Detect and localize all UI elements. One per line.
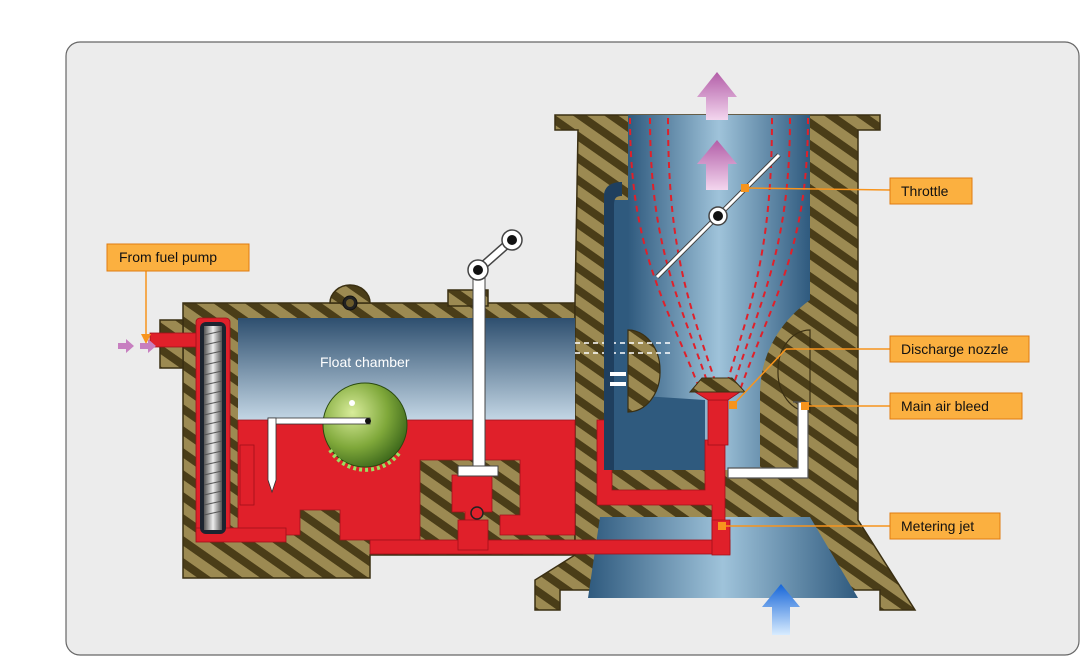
air-intake-arrow xyxy=(762,584,800,635)
air-intake xyxy=(588,517,858,598)
mixture-control xyxy=(457,229,523,520)
callout-throttle: Throttle xyxy=(889,177,973,205)
svg-text:Metering jet: Metering jet xyxy=(901,518,974,534)
svg-text:Throttle: Throttle xyxy=(901,183,949,199)
callout-metering-jet: Metering jet xyxy=(889,512,1001,540)
air-out-arrows xyxy=(697,72,737,190)
callout-main-air-bleed: Main air bleed xyxy=(889,392,1023,420)
svg-text:Main air bleed: Main air bleed xyxy=(901,398,989,414)
float-chamber xyxy=(238,318,575,428)
svg-text:Discharge nozzle: Discharge nozzle xyxy=(901,341,1009,357)
svg-text:From fuel pump: From fuel pump xyxy=(119,249,217,265)
callout-discharge-nozzle: Discharge nozzle xyxy=(889,335,1030,363)
airflow-lines xyxy=(629,117,809,391)
float-assembly xyxy=(267,382,408,494)
float-chamber-label: Float chamber xyxy=(320,354,410,370)
fuel-inlet-arrows xyxy=(118,339,156,353)
callout-from-fuel-pump: From fuel pump xyxy=(106,243,250,272)
throttle-plate xyxy=(655,153,781,279)
venturi-throat xyxy=(628,115,810,470)
inlet-filter xyxy=(200,322,226,534)
